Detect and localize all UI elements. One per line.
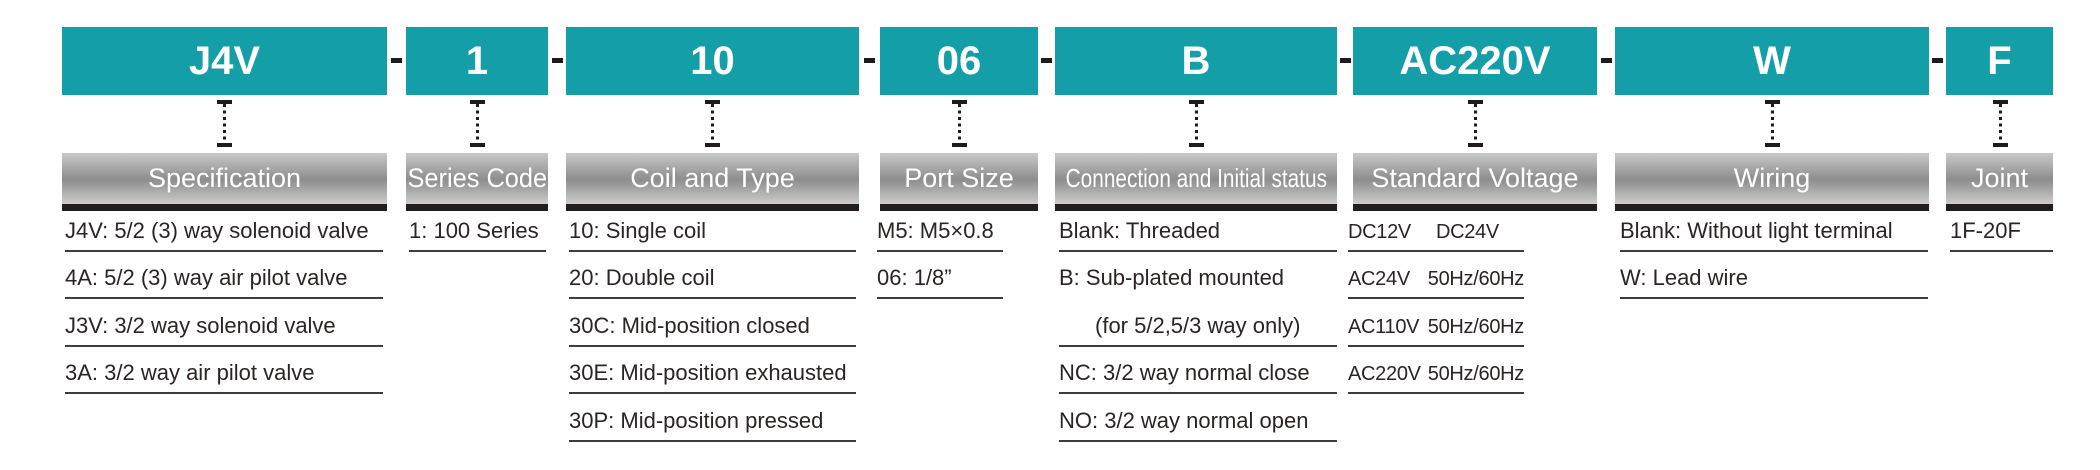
column-header-label: Specification [147,163,302,193]
column-header-port-size: Port Size [880,153,1038,211]
option-list-port-size: M5: M5×0.8 06: 1/8” [877,204,1003,299]
code-label: 1 [465,38,489,83]
code-box-joint: F [1946,27,2053,95]
option-list-coil-type: 10: Single coil 20: Double coil 30C: Mid… [569,204,856,442]
list-item: M5: M5×0.8 [877,204,1003,252]
dash-separator [551,58,563,63]
column-header-label: Coil and Type [630,163,795,193]
list-item: J4V: 5/2 (3) way solenoid valve [65,204,383,252]
list-item: Blank: Threaded [1059,204,1337,252]
dash-separator [864,58,875,63]
list-item: 06: 1/8” [877,252,1003,299]
list-item: 10: Single coil [569,204,856,252]
dotted-arrow [1764,100,1780,147]
option-list-wiring: Blank: Without light terminal W: Lead wi… [1620,204,1928,299]
list-item: 3A: 3/2 way air pilot valve [65,347,383,394]
list-item: 1F-20F [1950,204,2053,252]
list-item: J3V: 3/2 way solenoid valve [65,299,383,347]
column-header-specification: Specification [62,153,387,211]
dash-separator [1339,58,1351,63]
list-item: B: Sub-plated mounted [1059,265,1285,290]
option-list-connection: Blank: Threaded B: Sub-plated mounted (f… [1059,204,1337,442]
code-label: AC220V [1399,38,1551,83]
list-item: 30E: Mid-position exhausted [569,347,856,394]
column-header-label: Joint [1970,163,2029,193]
list-item: 20: Double coil [569,252,856,299]
column-header-coil-type: Coil and Type [566,153,859,211]
column-header-wiring: Wiring [1615,153,1929,211]
list-item: NC: 3/2 way normal close [1059,347,1337,394]
code-label: 10 [690,38,735,83]
code-box-wiring: W [1615,27,1929,95]
list-item: NO: 3/2 way normal open [1059,394,1337,442]
dash-separator [1932,58,1943,63]
list-item: W: Lead wire [1620,252,1928,299]
code-label: J4V [188,38,261,83]
column-header-connection: Connection and Initial status [1055,153,1337,211]
dash-separator [1600,58,1612,63]
dotted-arrow [1188,100,1204,147]
list-item: 30C: Mid-position closed [569,299,856,347]
code-label: F [1987,38,2012,83]
column-header-label: Port Size [904,163,1014,193]
dotted-arrow [704,100,720,147]
dotted-arrow [469,100,485,147]
option-list-joint: 1F-20F [1950,204,2053,252]
list-item: Blank: Without light terminal [1620,204,1928,252]
dotted-arrow [216,100,232,147]
column-header-label: Standard Voltage [1371,163,1579,193]
dash-separator [391,58,402,63]
code-box-voltage: AC220V [1353,27,1597,95]
code-box-series: 1 [406,27,548,95]
column-header-label: Series Code [407,163,547,193]
code-box-connection: B [1055,27,1337,95]
code-label: 06 [936,38,982,83]
list-item: 1: 100 Series [409,204,546,252]
column-header-joint: Joint [1946,153,2053,211]
code-box-port-size: 06 [880,27,1038,95]
option-list-series: 1: 100 Series [409,204,546,252]
column-header-label: Wiring [1733,163,1811,193]
code-box-specification: J4V [62,27,387,95]
column-header-label: Connection and Initial status [1065,163,1327,193]
column-header-series: Series Code [406,153,548,211]
dash-separator [1041,58,1052,63]
list-item: 4A: 5/2 (3) way air pilot valve [65,252,383,299]
code-label: W [1753,38,1791,83]
code-box-coil-type: 10 [566,27,859,95]
list-item: (for 5/2,5/3 way only) [1059,299,1337,347]
column-header-voltage: Standard Voltage [1353,153,1597,211]
dotted-arrow [1467,100,1483,147]
dotted-arrow [951,100,967,147]
dotted-arrow [1992,100,2008,147]
code-label: B [1181,38,1211,83]
list-item: 30P: Mid-position pressed [569,394,856,442]
option-list-specification: J4V: 5/2 (3) way solenoid valve 4A: 5/2 … [65,204,383,394]
